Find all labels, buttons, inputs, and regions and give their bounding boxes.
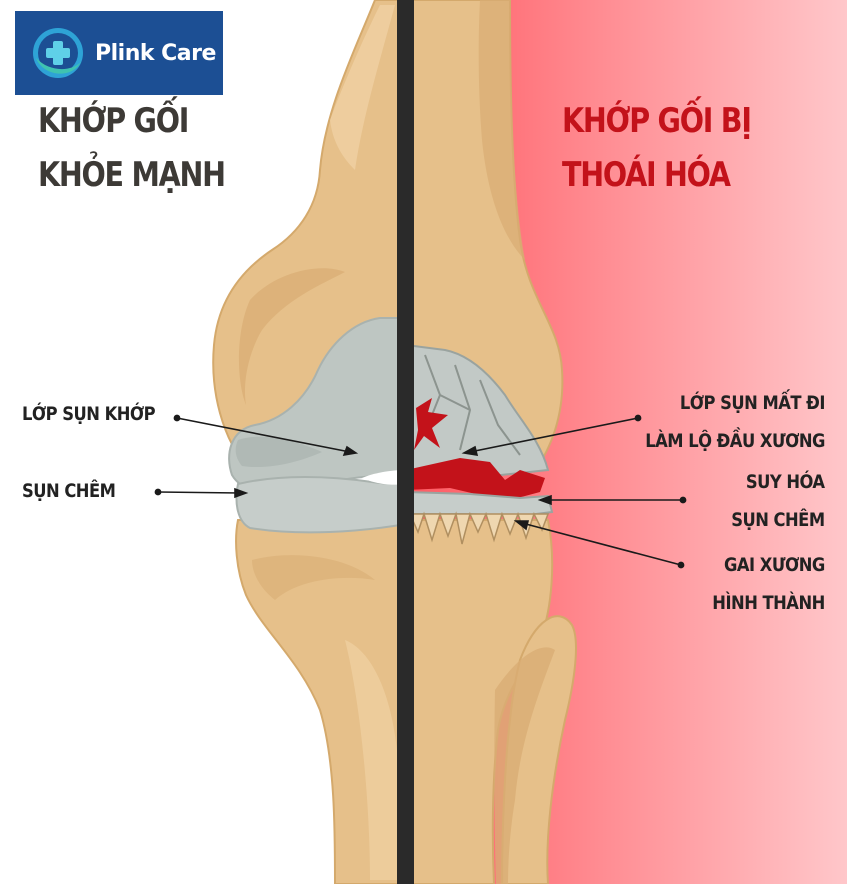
center-divider bbox=[397, 0, 414, 884]
pointer-arrowhead bbox=[513, 520, 530, 531]
pointer-lines bbox=[154, 414, 687, 569]
title-line: KHỎE MẠNH bbox=[38, 155, 226, 195]
exposed-bone-lesion bbox=[414, 398, 448, 450]
pointer-arrowhead bbox=[342, 445, 359, 457]
pointer-meniscus bbox=[157, 491, 241, 494]
pointer-cartilage-loss bbox=[469, 417, 639, 453]
bone-spurs-label: GAI XƯƠNG HÌNH THÀNH bbox=[712, 546, 826, 622]
tibia-highlight bbox=[345, 640, 398, 880]
fibula-shading bbox=[494, 647, 555, 884]
label-line: LỚP SỤN MẤT ĐI bbox=[679, 392, 826, 414]
label-line: GAI XƯƠNG bbox=[724, 554, 825, 576]
label-line: SỤN CHÊM bbox=[731, 509, 826, 531]
brand-name: Plink Care bbox=[95, 40, 216, 66]
pointer-dot bbox=[679, 496, 687, 504]
exposed-bone-strip bbox=[406, 458, 545, 500]
femur-highlight bbox=[330, 5, 395, 170]
femur-shading bbox=[238, 268, 345, 405]
cartilage-shading bbox=[235, 436, 322, 468]
label-line: HÌNH THÀNH bbox=[712, 592, 826, 614]
pointer-dot bbox=[173, 414, 181, 422]
title-line: THOÁI HÓA bbox=[562, 155, 731, 195]
degenerated-meniscus bbox=[406, 490, 554, 518]
healthy-knee-title: KHỚP GỐI KHỎE MẠNH bbox=[38, 94, 226, 202]
joint-space bbox=[362, 470, 406, 485]
cartilage-loss-label: LỚP SỤN MẤT ĐI LÀM LỘ ĐẦU XƯƠNG bbox=[645, 384, 825, 460]
title-line: KHỚP GỐI BỊ bbox=[562, 101, 752, 141]
tibia-bone bbox=[235, 519, 406, 884]
articular-cartilage-label: LỚP SỤN KHỚP bbox=[22, 403, 156, 425]
pointer-dot bbox=[634, 414, 642, 422]
pointer-bone-spurs bbox=[521, 522, 682, 566]
pointer-arrowhead bbox=[234, 487, 249, 499]
pointer-arrowhead bbox=[461, 445, 479, 456]
meniscus-degeneration-label: SUY HÓA SỤN CHÊM bbox=[731, 463, 826, 539]
femur-shading bbox=[478, 0, 525, 260]
worn-cartilage bbox=[406, 343, 550, 487]
degenerated-knee bbox=[406, 0, 577, 884]
healthy-knee bbox=[212, 0, 406, 884]
brand-logo[interactable]: Plink Care bbox=[15, 11, 223, 95]
title-line: KHỚP GỐI bbox=[38, 101, 189, 141]
bone-spurs bbox=[408, 511, 550, 545]
pointer-arrowhead bbox=[537, 494, 552, 506]
medical-cross-icon bbox=[33, 28, 83, 78]
pointer-dot bbox=[154, 488, 162, 496]
label-line: LÀM LỘ ĐẦU XƯƠNG bbox=[645, 430, 825, 452]
cartilage-cracks bbox=[424, 354, 521, 456]
pointer-dot bbox=[677, 561, 685, 569]
meniscus bbox=[235, 476, 406, 534]
tibia-shading bbox=[252, 555, 375, 600]
degenerated-knee-title: KHỚP GỐI BỊ THOÁI HÓA bbox=[562, 94, 752, 202]
pointer-articular-cartilage bbox=[176, 417, 351, 453]
label-line: SUY HÓA bbox=[746, 471, 825, 493]
meniscus-label: SỤN CHÊM bbox=[22, 480, 116, 502]
